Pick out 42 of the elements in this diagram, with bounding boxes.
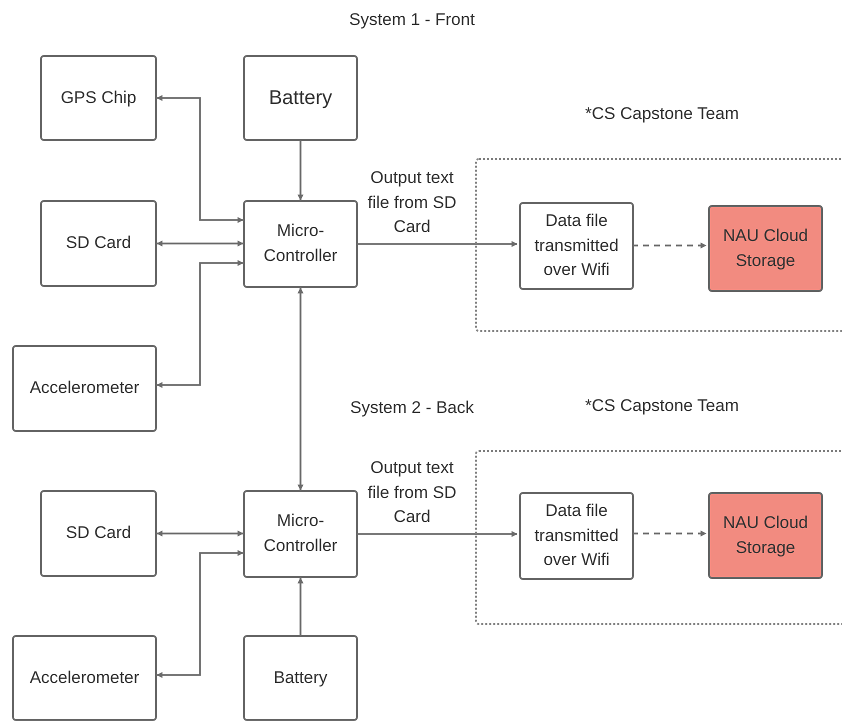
component-box bbox=[40, 490, 157, 577]
arrow bbox=[298, 141, 304, 201]
node-label: Accelerometer bbox=[30, 666, 140, 689]
arrow bbox=[358, 241, 518, 247]
group-heading: *CS Capstone Team bbox=[584, 103, 740, 125]
node-label: Data file transmitted over Wifi bbox=[533, 500, 620, 572]
process-box bbox=[519, 492, 634, 580]
component-box bbox=[243, 55, 358, 141]
node-label: NAU Cloud Storage bbox=[722, 224, 810, 272]
node-label: NAU Cloud Storage bbox=[722, 512, 810, 558]
arrow bbox=[298, 287, 304, 491]
component-box bbox=[12, 635, 157, 721]
controller-box bbox=[243, 200, 358, 288]
arrow bbox=[156, 550, 244, 678]
arrow bbox=[156, 530, 244, 536]
arrow bbox=[156, 240, 244, 246]
arrow bbox=[358, 531, 518, 537]
arrow bbox=[632, 242, 707, 248]
node-label: SD Card bbox=[66, 232, 132, 254]
controller-box bbox=[243, 490, 358, 578]
section-title: System 1 - Front bbox=[348, 10, 476, 30]
component-box bbox=[40, 55, 157, 141]
group-heading: *CS Capstone Team bbox=[584, 395, 740, 417]
arrow bbox=[156, 95, 244, 223]
storage-box bbox=[708, 205, 823, 292]
component-box bbox=[40, 200, 157, 287]
component-box bbox=[12, 345, 157, 432]
storage-box bbox=[708, 492, 823, 579]
arrow bbox=[156, 260, 244, 388]
arrow bbox=[298, 577, 304, 635]
component-box bbox=[243, 635, 358, 721]
node-label: Battery bbox=[274, 666, 328, 689]
node-label: Accelerometer bbox=[30, 377, 140, 400]
process-box bbox=[519, 202, 634, 290]
node-label: SD Card bbox=[66, 522, 132, 544]
node-label: Battery bbox=[268, 86, 332, 110]
node-label: Data file transmitted over Wifi bbox=[533, 210, 620, 282]
arrow bbox=[632, 530, 707, 536]
section-title: System 2 - Back bbox=[349, 398, 475, 418]
node-label: GPS Chip bbox=[60, 86, 136, 109]
node-label: Micro-Controller bbox=[262, 220, 338, 267]
node-label: Micro-Controller bbox=[262, 510, 338, 557]
